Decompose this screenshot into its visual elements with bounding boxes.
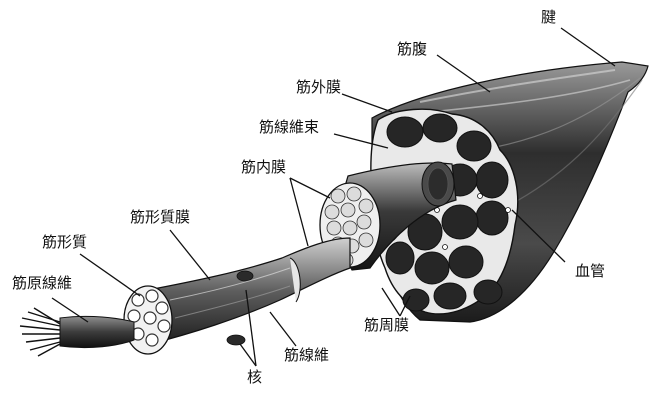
muscle-fiber xyxy=(148,238,350,345)
label-sarcoplasm: 筋形質 xyxy=(42,235,87,250)
label-tendon: 腱 xyxy=(541,10,556,25)
label-myofibril: 筋原線維 xyxy=(12,276,72,291)
label-endomysium: 筋内膜 xyxy=(241,160,286,175)
label-epimysium: 筋外膜 xyxy=(296,80,341,95)
label-muscle-fiber: 筋線維 xyxy=(284,348,329,363)
label-nucleus: 核 xyxy=(247,370,262,385)
nucleus-shape xyxy=(237,271,253,281)
fiber-cross-section xyxy=(124,286,172,354)
label-muscle-belly: 筋腹 xyxy=(397,42,427,57)
label-blood-vessel: 血管 xyxy=(575,264,605,279)
label-fascicle: 筋線維束 xyxy=(259,120,319,135)
label-sarcolemma: 筋形質膜 xyxy=(130,210,190,225)
label-perimysium: 筋周膜 xyxy=(364,318,409,333)
myofibril-brush xyxy=(20,308,60,356)
